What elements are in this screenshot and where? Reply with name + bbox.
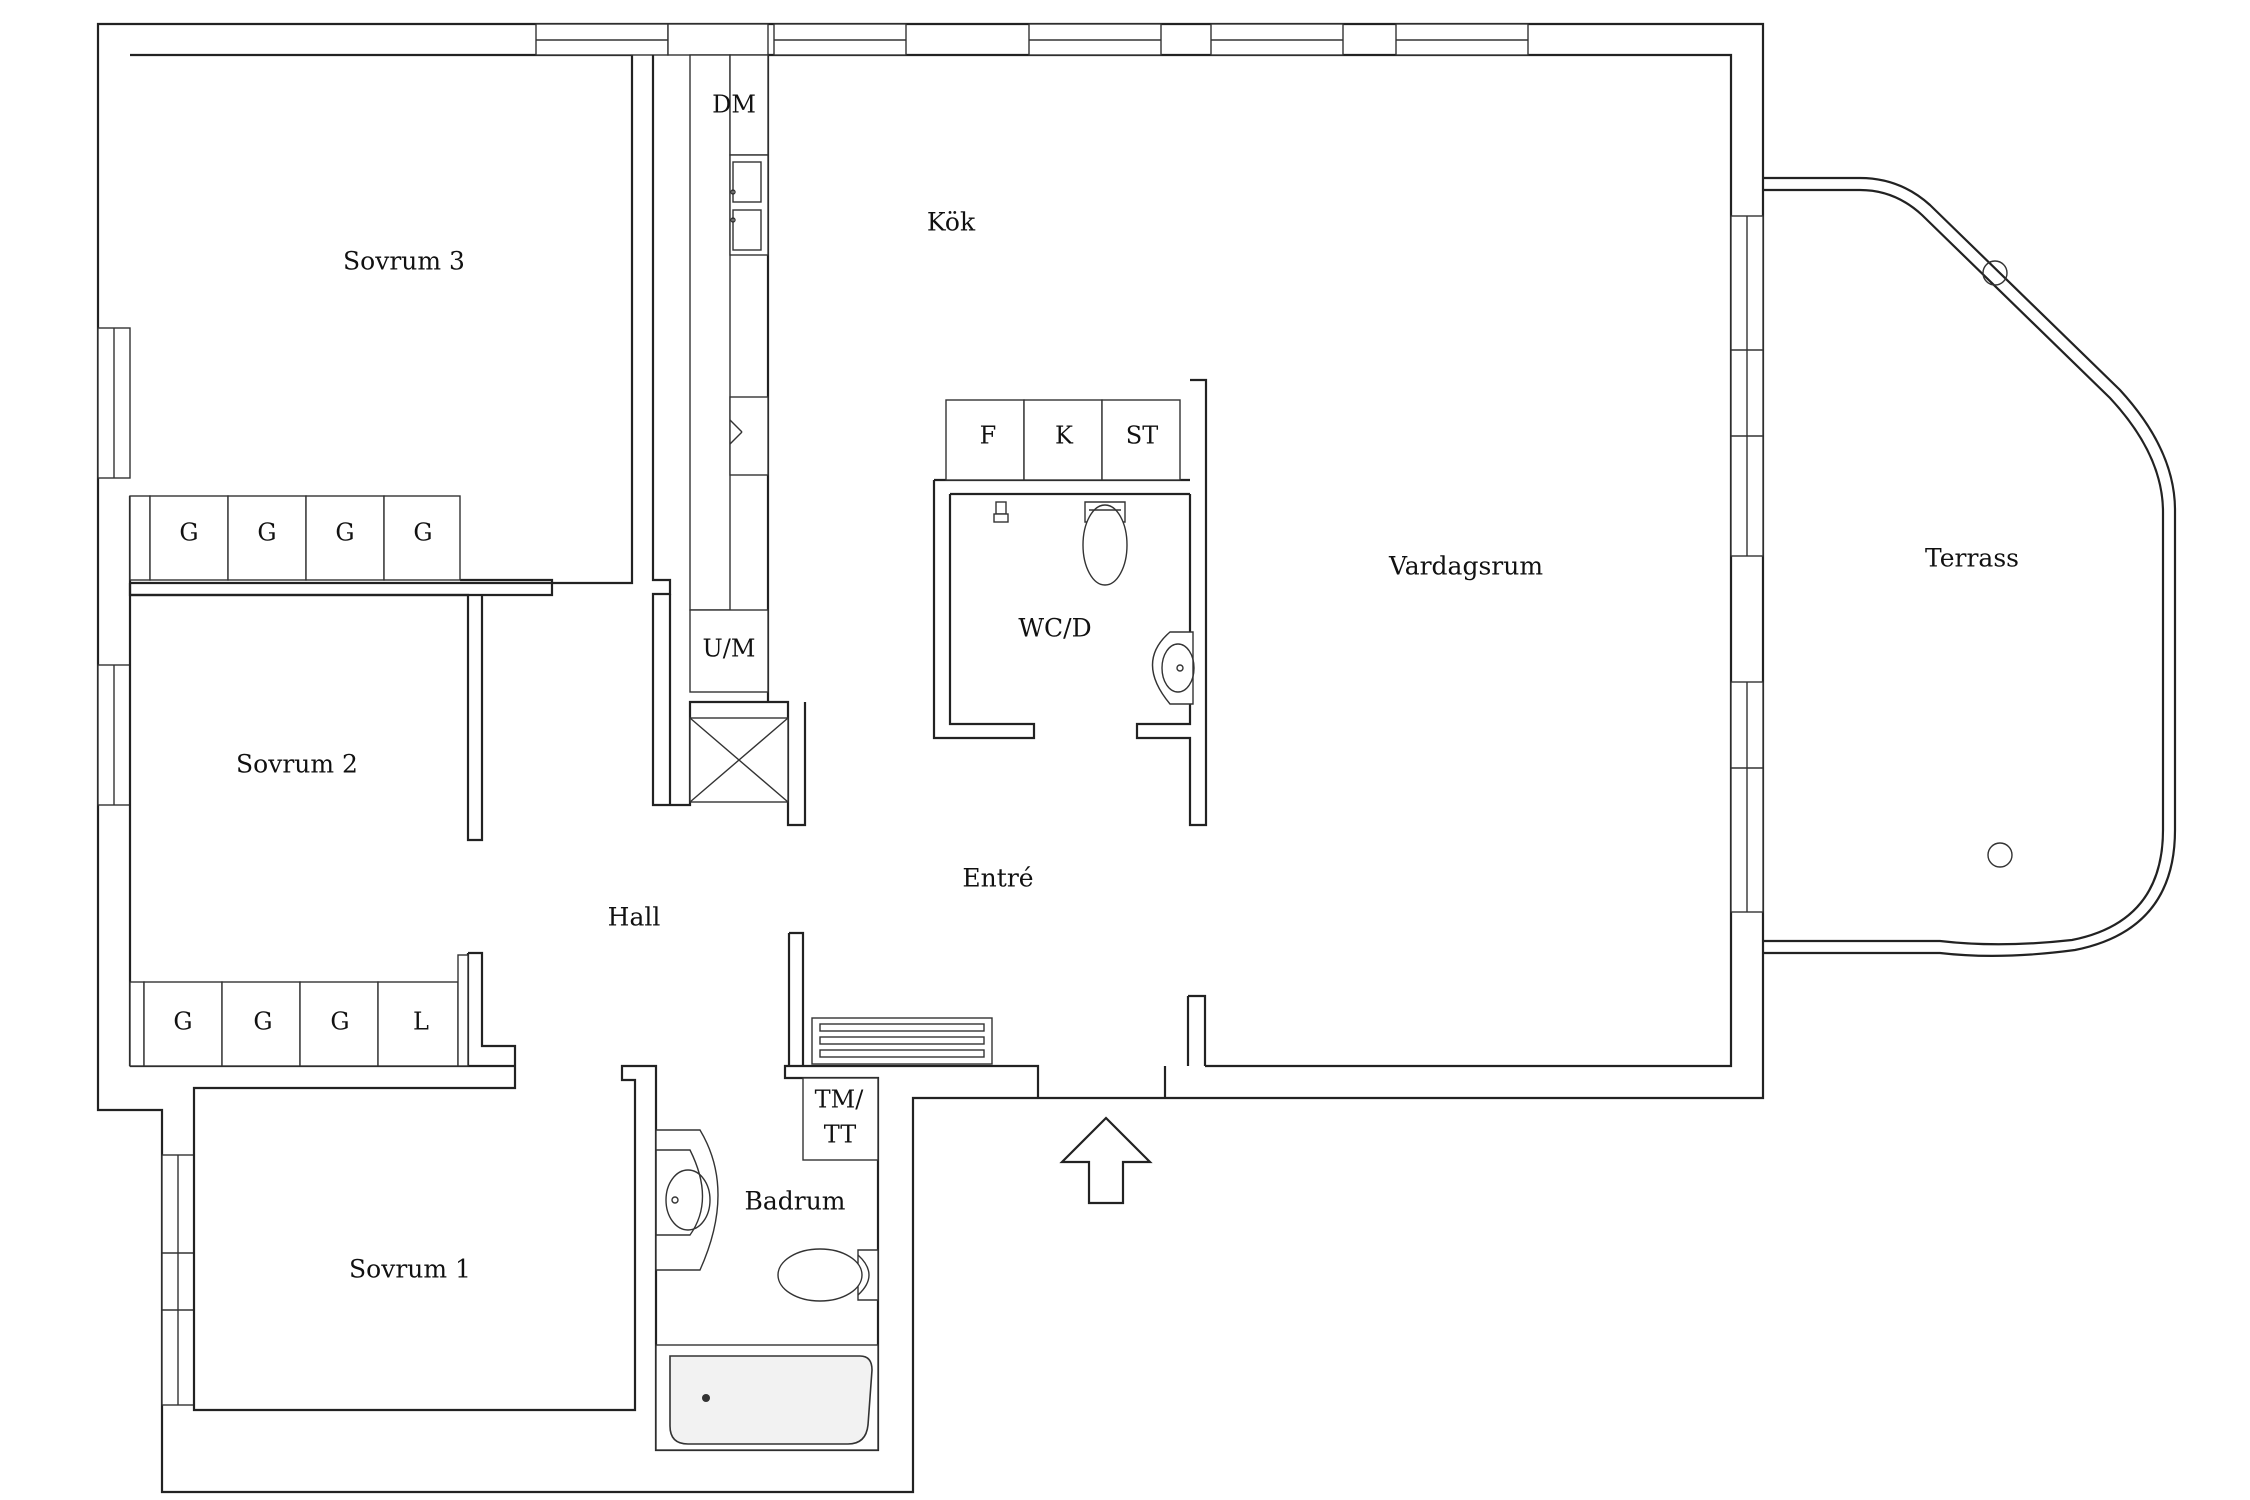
label-linen-closet: L bbox=[413, 1008, 429, 1036]
label-closet-st: ST bbox=[1126, 422, 1158, 450]
label-wardrobe: G bbox=[173, 1008, 192, 1036]
wardrobes-top bbox=[129, 495, 461, 581]
right-windows bbox=[1730, 215, 1764, 913]
label-closet-f: F bbox=[980, 422, 997, 450]
label-wardrobe: G bbox=[330, 1008, 349, 1036]
label-badrum: Badrum bbox=[744, 1187, 845, 1216]
label-wardrobe: G bbox=[253, 1008, 272, 1036]
label-wardrobe: G bbox=[413, 519, 432, 547]
label-tm: TM/ bbox=[815, 1086, 865, 1114]
label-wardrobe: G bbox=[257, 519, 276, 547]
laundry-closet bbox=[802, 1077, 879, 1161]
sink-icon bbox=[1151, 631, 1195, 705]
room-labels: Sovrum 3 Sovrum 2 Sovrum 1 Hall Kök Entr… bbox=[236, 208, 2019, 1284]
label-terrass: Terrass bbox=[1925, 544, 2019, 573]
bathtub-icon bbox=[655, 1344, 879, 1451]
label-sovrum-2: Sovrum 2 bbox=[236, 750, 358, 779]
top-windows bbox=[535, 23, 1529, 56]
label-wardrobe: G bbox=[179, 519, 198, 547]
interior-walls bbox=[128, 55, 1208, 1452]
label-kok: Kök bbox=[927, 208, 976, 237]
label-sovrum-1: Sovrum 1 bbox=[349, 1255, 471, 1284]
faucet-icon bbox=[993, 501, 1009, 523]
label-tt: TT bbox=[824, 1121, 856, 1149]
label-hall: Hall bbox=[608, 903, 661, 932]
closets bbox=[945, 399, 1181, 481]
label-dishwasher: DM bbox=[712, 91, 756, 119]
left-windows bbox=[97, 327, 195, 1406]
radiator-icon bbox=[811, 1017, 993, 1065]
toilet-icon bbox=[1082, 501, 1128, 586]
shower-icon bbox=[689, 717, 789, 803]
terrace bbox=[1763, 176, 2177, 957]
arrow-up-icon bbox=[1059, 1116, 1153, 1205]
label-oven-microwave: U/M bbox=[703, 635, 756, 663]
sink-icon bbox=[655, 1129, 719, 1271]
label-wardrobe: G bbox=[335, 519, 354, 547]
label-sovrum-3: Sovrum 3 bbox=[343, 247, 465, 276]
label-wcd: WC/D bbox=[1018, 614, 1091, 643]
label-vardagsrum: Vardagsrum bbox=[1388, 552, 1543, 581]
toilet-icon bbox=[777, 1248, 879, 1302]
kitchen-counter bbox=[689, 54, 769, 693]
label-closet-k: K bbox=[1055, 422, 1074, 450]
fixture-labels: DM U/M F K ST TM/ TT G G G G G G G L bbox=[173, 91, 1158, 1149]
wardrobes-bottom bbox=[129, 954, 469, 1067]
label-entre: Entré bbox=[962, 864, 1033, 893]
